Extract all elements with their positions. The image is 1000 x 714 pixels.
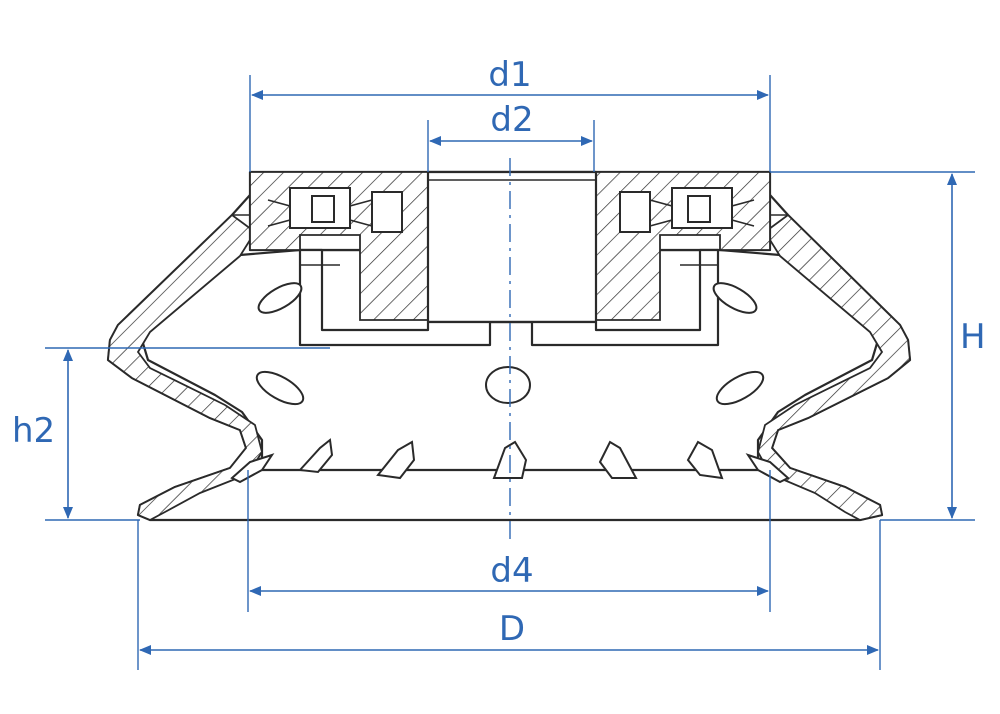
bellows-wall-right: [757, 213, 911, 521]
dimensions: d1 d2 H h2 d4 D: [12, 55, 986, 670]
bellows-wall-left: [107, 213, 263, 521]
seal-groove-left: [267, 187, 403, 233]
cup-body: [106, 170, 912, 522]
seal-groove-right: [619, 187, 755, 233]
label-H: H: [960, 317, 986, 357]
label-d4: d4: [490, 551, 533, 591]
label-D: D: [499, 609, 525, 649]
vent-holes: [230, 282, 790, 484]
support-plate: [298, 248, 720, 347]
label-d2: d2: [490, 100, 533, 140]
central-bore: [426, 170, 598, 324]
label-d1: d1: [488, 55, 531, 95]
label-h2: h2: [12, 411, 55, 451]
